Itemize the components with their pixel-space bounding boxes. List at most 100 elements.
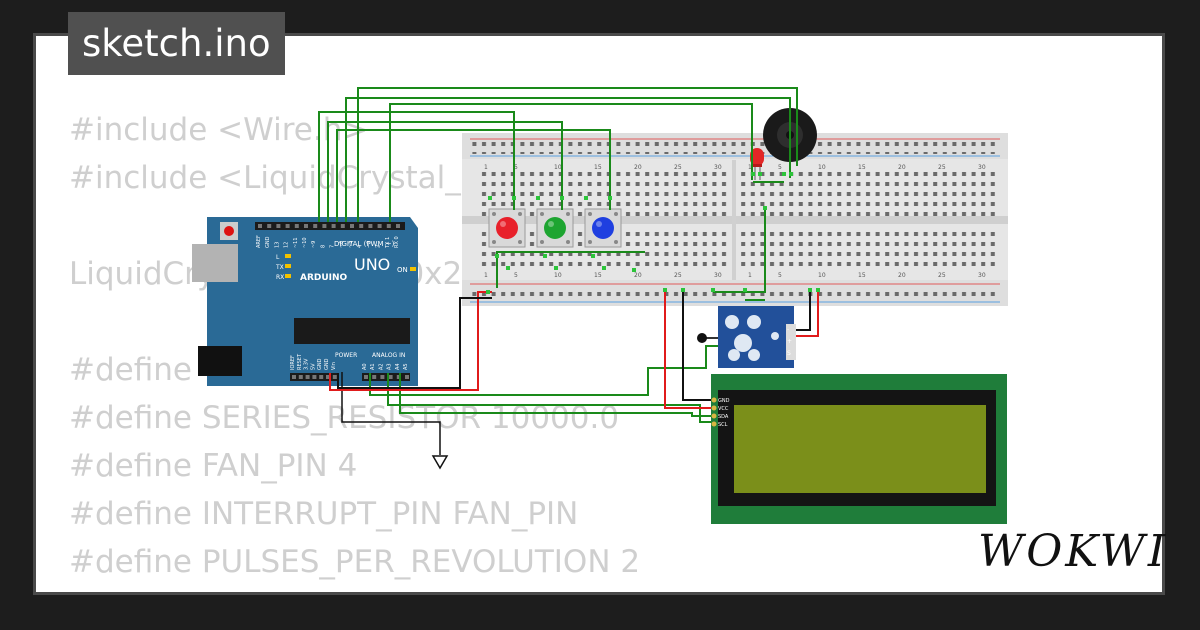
header-pin[interactable] [294, 224, 299, 228]
column-number: 20 [634, 164, 642, 171]
column-number: 30 [978, 164, 986, 171]
header-pin[interactable] [305, 375, 310, 379]
connection-point [506, 266, 510, 270]
connection-point [743, 288, 747, 292]
connection-point [591, 254, 595, 258]
connection-point [808, 288, 812, 292]
header-pin[interactable] [340, 224, 345, 228]
lcd-pin-label: GND [718, 398, 730, 404]
temperature-sensor-module: -+S [697, 306, 796, 368]
column-number: 1 [748, 164, 752, 171]
header-pin[interactable] [377, 224, 382, 228]
lcd-pin[interactable] [711, 397, 717, 403]
push-button-2[interactable] [536, 208, 574, 248]
lcd-pin[interactable] [711, 405, 717, 411]
header-pin[interactable] [331, 224, 336, 228]
analog-header [362, 373, 410, 381]
pin-label: A1 [370, 363, 376, 370]
column-number: 25 [938, 272, 946, 279]
push-button-1[interactable] [488, 208, 526, 248]
pin-label: 8 [320, 245, 326, 248]
header-pin[interactable] [322, 224, 327, 228]
pin-label: 12 [284, 242, 290, 248]
column-number: 25 [674, 272, 682, 279]
board-led-label: L [276, 254, 280, 261]
header-pin[interactable] [364, 375, 368, 379]
button-cap[interactable] [544, 217, 566, 239]
connection-point [554, 266, 558, 270]
header-pin[interactable] [258, 224, 262, 228]
header-pin[interactable] [380, 375, 385, 379]
column-number: 15 [594, 164, 602, 171]
connection-point [751, 172, 755, 176]
connection-point [560, 196, 564, 200]
column-number: 1 [748, 272, 752, 279]
push-button-3[interactable] [584, 208, 622, 248]
ground-symbol [341, 372, 449, 470]
header-pin[interactable] [312, 375, 317, 379]
header-pin[interactable] [388, 375, 393, 379]
column-number: 30 [714, 272, 722, 279]
pin-label: GND [265, 236, 271, 248]
wires [318, 87, 819, 423]
column-number: 25 [674, 164, 682, 171]
header-pin[interactable] [298, 375, 303, 379]
connection-point [486, 290, 490, 294]
header-pin[interactable] [332, 375, 337, 379]
thermistor-probe [697, 333, 707, 343]
header-pin[interactable] [368, 224, 373, 228]
board-led-label: TX [275, 264, 284, 271]
header-pin[interactable] [276, 224, 281, 228]
header-pin[interactable] [372, 375, 377, 379]
header-pin[interactable] [285, 224, 290, 228]
code-line: #define [69, 352, 192, 388]
header-pin[interactable] [386, 224, 391, 228]
pin-label: ~11 [293, 237, 299, 248]
column-number: 1 [484, 272, 488, 279]
pin-label: 4 [357, 245, 363, 248]
header-pin[interactable] [267, 224, 272, 228]
digital-header [255, 222, 405, 230]
header-pin[interactable] [350, 224, 354, 228]
column-number: 15 [594, 272, 602, 279]
usb-port [192, 244, 238, 282]
board-led-label: RX [276, 274, 284, 281]
connection-point [789, 172, 793, 176]
pin-label: 3.3V [304, 358, 310, 370]
column-number: 10 [554, 164, 562, 171]
column-number: 5 [778, 164, 782, 171]
pin-label: GND [317, 358, 323, 370]
header-pin[interactable] [319, 375, 324, 379]
lcd-pin[interactable] [711, 421, 717, 427]
connection-point [632, 268, 636, 272]
header-pin[interactable] [304, 224, 308, 228]
column-number: 30 [978, 272, 986, 279]
connection-point [602, 266, 606, 270]
board-led [285, 274, 291, 278]
header-pin[interactable] [326, 375, 330, 379]
header-pin[interactable] [396, 224, 400, 228]
pin-label: GND [324, 358, 330, 370]
code-line: #define INTERRUPT_PIN FAN_PIN [69, 496, 579, 532]
connection-point [663, 288, 667, 292]
header-pin[interactable] [396, 375, 401, 379]
button-cap[interactable] [496, 217, 518, 239]
column-number: 20 [898, 272, 906, 279]
column-number: 10 [818, 272, 826, 279]
column-number: 30 [714, 164, 722, 171]
column-number: 20 [898, 164, 906, 171]
atmega-chip [294, 318, 410, 344]
lcd-pin-label: SDA [718, 414, 729, 420]
lcd-pin[interactable] [711, 413, 717, 419]
button-cap[interactable] [592, 217, 614, 239]
pin-label: A0 [362, 363, 368, 370]
column-number: 5 [514, 164, 518, 171]
header-pin[interactable] [313, 224, 318, 228]
connection-point [816, 288, 820, 292]
file-name-tab[interactable]: sketch.ino [68, 12, 285, 75]
header-pin[interactable] [292, 375, 296, 379]
header-pin[interactable] [359, 224, 364, 228]
header-pin[interactable] [405, 375, 409, 379]
